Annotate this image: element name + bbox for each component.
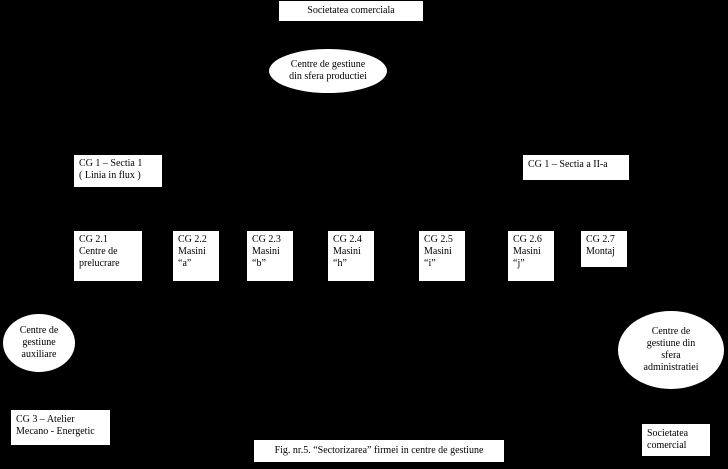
node-bottom-company: Societatea comercial — [642, 424, 710, 456]
node-cg21: CG 2.1 Centre de prelucrare — [74, 231, 142, 281]
node-admin-center: Centre de gestiune din sfera administrat… — [618, 311, 724, 389]
node-top-company: Societatea comerciala — [279, 1, 423, 21]
node-cg1-sectia2: CG 1 – Sectia a II-a — [523, 155, 629, 180]
figure-caption: Fig. nr.5. “Sectorizarea” firmei in cent… — [254, 440, 504, 462]
node-production-center: Centre de gestiune din sfera productiei — [269, 49, 387, 93]
node-cg1-sectia1: CG 1 – Sectia 1 ( Linia in flux ) — [74, 155, 162, 187]
node-cg22: CG 2.2 Masini “a” — [173, 231, 219, 281]
node-cg27: CG 2.7 Montaj — [581, 231, 627, 267]
node-cg25: CG 2.5 Masini “i” — [419, 231, 465, 281]
node-cg3: CG 3 – Atelier Mecano - Energetic — [11, 410, 110, 445]
node-auxiliary-center: Centre de gestiune auxiliare — [3, 314, 75, 372]
node-cg23: CG 2.3 Masini “b” — [247, 231, 293, 281]
node-cg24: CG 2.4 Masini “h” — [328, 231, 374, 281]
node-cg26: CG 2.6 Masini “j” — [508, 231, 554, 281]
